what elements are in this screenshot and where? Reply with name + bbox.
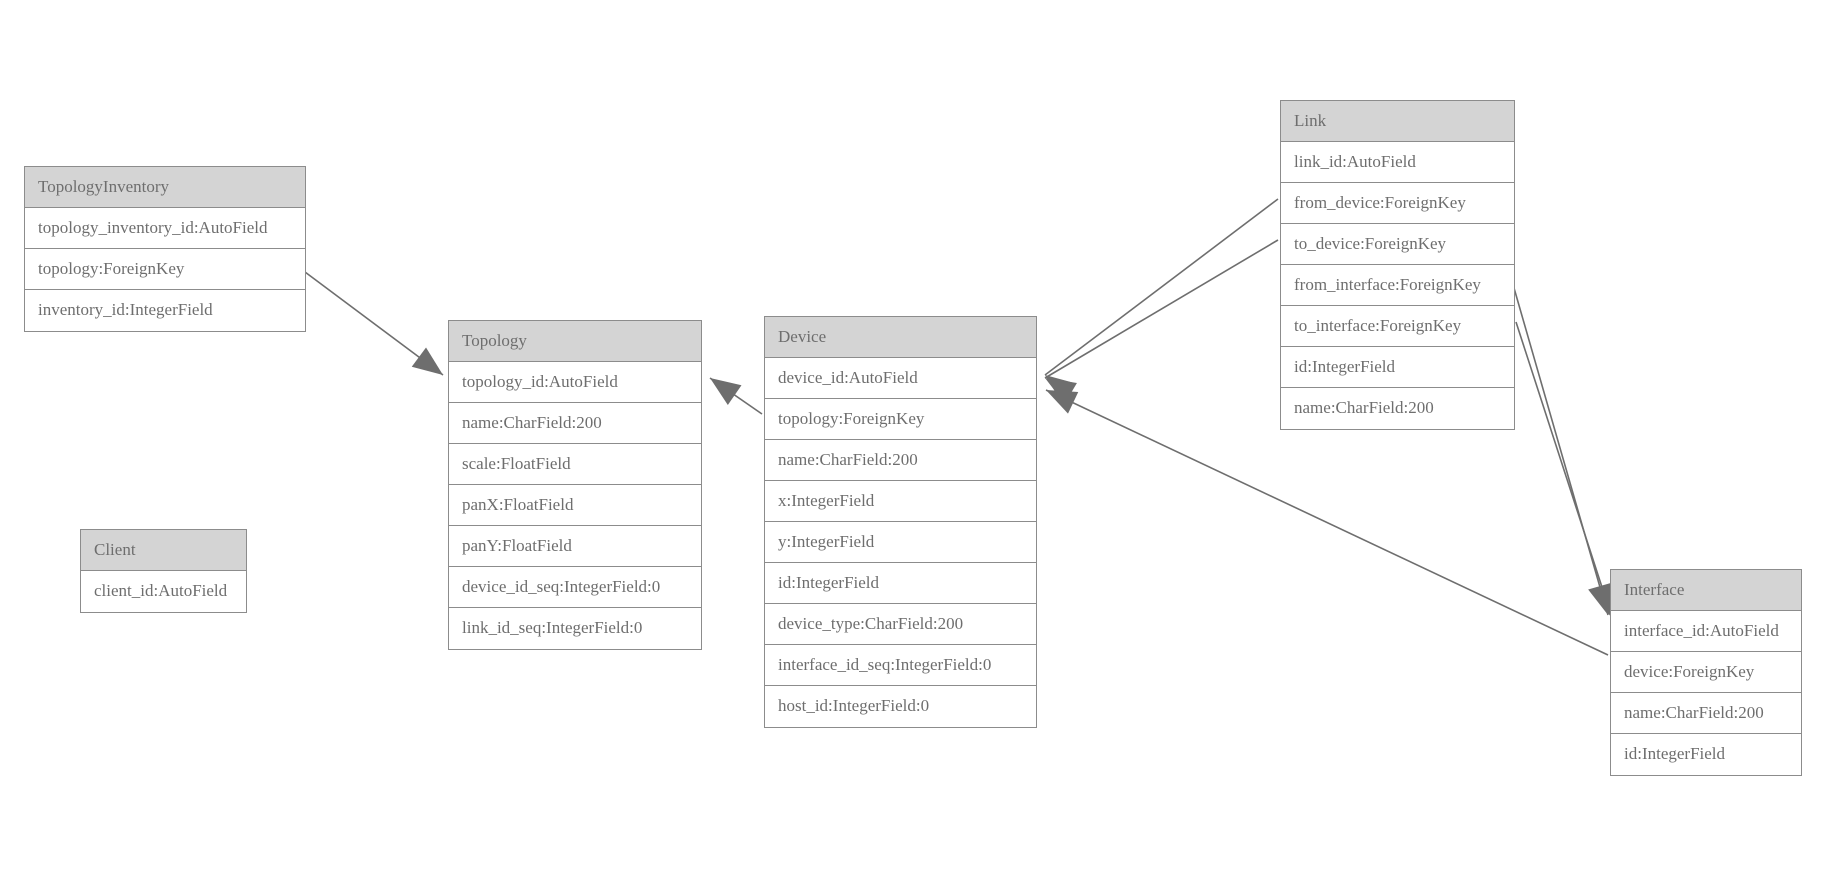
rel-link-todevice-device <box>1044 239 1279 404</box>
entity-field[interactable]: from_interface:ForeignKey <box>1281 265 1514 306</box>
entity-field[interactable]: panY:FloatField <box>449 526 701 567</box>
entity-field[interactable]: name:CharField:200 <box>765 440 1036 481</box>
rel-link-frominterface-interface <box>1511 280 1612 616</box>
entity-field[interactable]: id:IntegerField <box>1281 347 1514 388</box>
entity-field[interactable]: device_id_seq:IntegerField:0 <box>449 567 701 608</box>
entity-field[interactable]: interface_id:AutoField <box>1611 611 1801 652</box>
entity-field[interactable]: name:CharField:200 <box>1281 388 1514 429</box>
rel-link-tointerface-interface <box>1515 321 1615 619</box>
entity-field[interactable]: x:IntegerField <box>765 481 1036 522</box>
entity-field[interactable]: from_device:ForeignKey <box>1281 183 1514 224</box>
rel-device-topology <box>709 377 763 415</box>
entity-field[interactable]: inventory_id:IntegerField <box>25 290 305 331</box>
entity-field[interactable]: y:IntegerField <box>765 522 1036 563</box>
entity-field[interactable]: id:IntegerField <box>1611 734 1801 775</box>
entity-title-link: Link <box>1281 101 1514 142</box>
relationship-line <box>1044 198 1279 376</box>
relationship-line <box>304 271 444 376</box>
entity-field[interactable]: device_id:AutoField <box>765 358 1036 399</box>
relationship-arrowhead <box>411 347 443 375</box>
entity-field[interactable]: scale:FloatField <box>449 444 701 485</box>
entity-title-device: Device <box>765 317 1036 358</box>
relationship-line <box>709 377 763 415</box>
relationship-arrowhead <box>710 378 742 405</box>
entity-field[interactable]: interface_id_seq:IntegerField:0 <box>765 645 1036 686</box>
entity-title-interface: Interface <box>1611 570 1801 611</box>
rel-link-fromdevice-device <box>1044 198 1279 403</box>
entity-field[interactable]: to_device:ForeignKey <box>1281 224 1514 265</box>
relationship-line <box>1511 280 1609 616</box>
entity-field[interactable]: topology_inventory_id:AutoField <box>25 208 305 249</box>
relationship-arrowhead <box>1045 378 1077 404</box>
entity-title-client: Client <box>81 530 246 571</box>
rel-topologyinventory-topology <box>304 271 444 376</box>
entity-field[interactable]: device_type:CharField:200 <box>765 604 1036 645</box>
entity-title-topology: Topology <box>449 321 701 362</box>
entity-field[interactable]: name:CharField:200 <box>449 403 701 444</box>
relationship-arrowhead <box>1046 390 1079 414</box>
entity-field[interactable]: device:ForeignKey <box>1611 652 1801 693</box>
entity-field[interactable]: id:IntegerField <box>765 563 1036 604</box>
relationship-line <box>1515 321 1613 619</box>
entity-field[interactable]: topology:ForeignKey <box>765 399 1036 440</box>
relationship-line <box>1044 239 1279 379</box>
entity-field[interactable]: host_id:IntegerField:0 <box>765 686 1036 727</box>
entity-field[interactable]: link_id:AutoField <box>1281 142 1514 183</box>
entity-field[interactable]: topology:ForeignKey <box>25 249 305 290</box>
entity-field[interactable]: client_id:AutoField <box>81 571 246 612</box>
entity-field[interactable]: to_interface:ForeignKey <box>1281 306 1514 347</box>
entity-field[interactable]: topology_id:AutoField <box>449 362 701 403</box>
relationship-arrowhead <box>1045 375 1077 403</box>
entity-title-topology_inventory: TopologyInventory <box>25 167 305 208</box>
entity-field[interactable]: name:CharField:200 <box>1611 693 1801 734</box>
entity-field[interactable]: link_id_seq:IntegerField:0 <box>449 608 701 649</box>
entity-field[interactable]: panX:FloatField <box>449 485 701 526</box>
